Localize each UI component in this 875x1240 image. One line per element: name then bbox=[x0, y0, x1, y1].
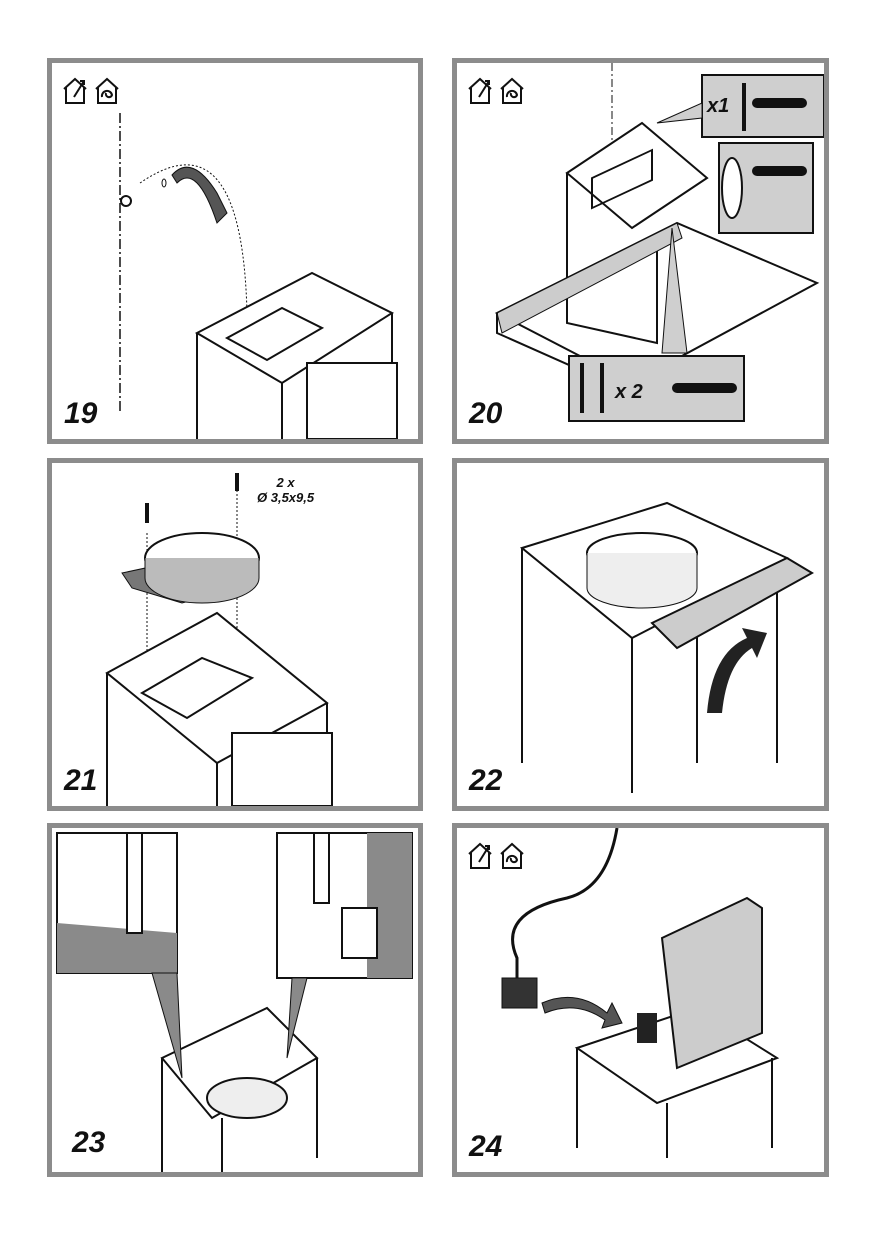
step-22-panel: 22 bbox=[452, 458, 829, 811]
screw-quantity-bottom: x 2 bbox=[615, 381, 643, 403]
step-20-illustration bbox=[494, 63, 824, 422]
step-24-illustration bbox=[501, 828, 780, 1158]
step-21-panel: 2 x Ø 3,5x9,5 21 bbox=[47, 458, 423, 811]
step-number: 22 bbox=[469, 764, 503, 797]
screw-spec-size: Ø 3,5x9,5 bbox=[257, 490, 315, 505]
step-22-illustration bbox=[519, 501, 814, 793]
step-23-illustration bbox=[56, 832, 413, 1172]
step-23-panel: 23 bbox=[47, 823, 423, 1177]
step-number: 23 bbox=[72, 1126, 106, 1159]
screw-quantity-top: x1 bbox=[707, 95, 730, 117]
step-20-panel: x1 x 2 20 bbox=[452, 58, 829, 444]
step-number: 19 bbox=[64, 397, 98, 430]
step-19-panel: 19 bbox=[47, 58, 423, 444]
step-19-illustration bbox=[119, 113, 398, 439]
step-21-illustration bbox=[105, 473, 333, 806]
step-number: 24 bbox=[469, 1130, 503, 1163]
step-24-panel: 24 bbox=[452, 823, 829, 1177]
screw-spec: 2 x Ø 3,5x9,5 bbox=[257, 475, 314, 505]
screw-spec-quantity: 2 x bbox=[276, 475, 295, 490]
step-number: 20 bbox=[469, 397, 503, 430]
step-number: 21 bbox=[64, 764, 98, 797]
